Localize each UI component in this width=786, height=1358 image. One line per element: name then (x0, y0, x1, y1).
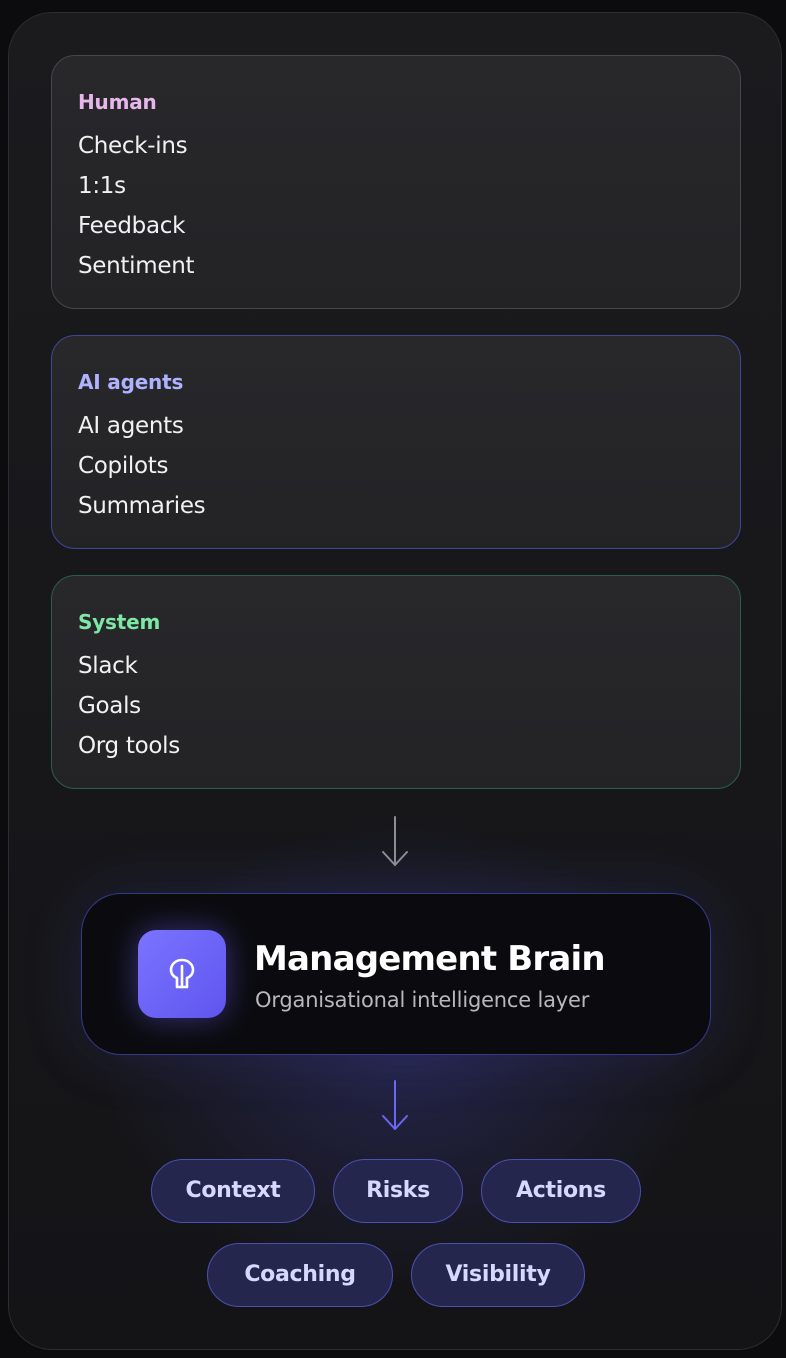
list-item: Org tools (78, 733, 180, 759)
ai-agents-card-title: AI agents (78, 370, 184, 394)
diagram-frame: Human Check-ins 1:1s Feedback Sentiment … (8, 12, 782, 1350)
arrow-down-icon (382, 1080, 408, 1130)
output-pill-coaching: Coaching (207, 1243, 393, 1307)
system-item-list: Slack Goals Org tools (78, 646, 740, 766)
list-item: Summaries (78, 493, 206, 519)
ai-agents-item-list: AI agents Copilots Summaries (78, 406, 740, 526)
system-source-card: System Slack Goals Org tools (51, 575, 741, 789)
human-card-title: Human (78, 90, 157, 114)
list-item: Slack (78, 653, 138, 679)
human-source-card: Human Check-ins 1:1s Feedback Sentiment (51, 55, 741, 309)
list-item: Copilots (78, 453, 169, 479)
output-pill-visibility: Visibility (411, 1243, 585, 1307)
output-pill-risks: Risks (333, 1159, 463, 1223)
ai-agents-source-card: AI agents AI agents Copilots Summaries (51, 335, 741, 549)
list-item: Check-ins (78, 133, 188, 159)
system-card-title: System (78, 610, 161, 634)
list-item: AI agents (78, 413, 184, 439)
list-item: 1:1s (78, 173, 126, 199)
human-item-list: Check-ins 1:1s Feedback Sentiment (78, 126, 740, 286)
management-brain-card: Management Brain Organisational intellig… (81, 893, 711, 1055)
list-item: Feedback (78, 213, 186, 239)
arrow-down-icon (382, 816, 408, 866)
output-pill-actions: Actions (481, 1159, 641, 1223)
management-brain-title: Management Brain (254, 939, 606, 979)
management-brain-subtitle: Organisational intelligence layer (255, 988, 590, 1012)
list-item: Goals (78, 693, 141, 719)
brain-icon (138, 930, 226, 1018)
output-pill-context: Context (151, 1159, 315, 1223)
list-item: Sentiment (78, 253, 195, 279)
